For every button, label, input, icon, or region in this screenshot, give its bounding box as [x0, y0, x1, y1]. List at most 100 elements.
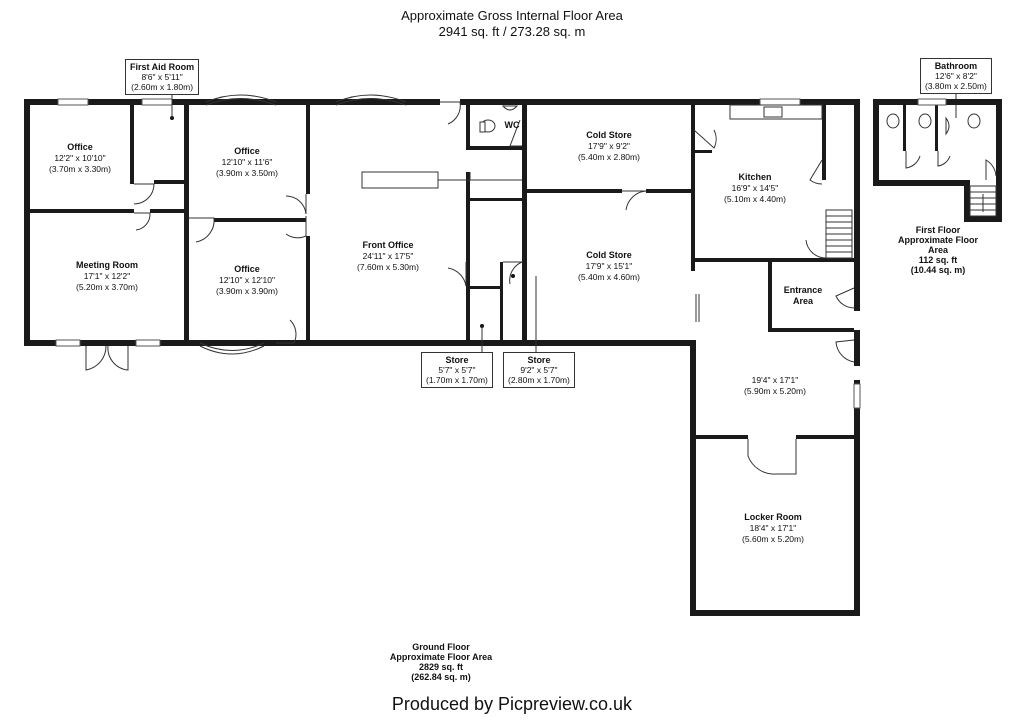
- room-name: Locker Room: [744, 512, 802, 522]
- room-imperial: 18'4" x 17'1": [749, 523, 797, 533]
- room-office-3: Office 12'10" x 12'10" (3.90m x 3.90m): [216, 264, 278, 297]
- room-imperial: 5'7" x 5'7": [438, 365, 476, 375]
- wall-top-right: [460, 99, 860, 105]
- room-name: Entrance: [783, 285, 823, 295]
- bay-window-inner: [205, 98, 277, 106]
- plan-title: Approximate Gross Internal Floor Area: [401, 8, 623, 23]
- room-metric: (5.40m x 4.60m): [578, 272, 640, 282]
- first-floor-plan: [873, 98, 1002, 222]
- room-metric: (2.60m x 1.80m): [131, 82, 194, 92]
- wall-office-meeting: [24, 209, 134, 213]
- wall-entrance-bottom: [768, 328, 854, 332]
- wall-firstaid-left: [130, 99, 134, 184]
- door-arc: [805, 236, 827, 259]
- room-name: Cold Store: [586, 130, 632, 140]
- plan-header: Approximate Gross Internal Floor Area 29…: [0, 8, 1024, 40]
- total-area: 2941 sq. ft / 273.28 sq. m: [438, 24, 586, 39]
- room-imperial: 17'1" x 12'2": [83, 271, 131, 281]
- first-floor-area: First Floor Approximate Floor Area 112 s…: [895, 225, 981, 275]
- wall-kitchen-cupboard: [822, 105, 826, 180]
- basin-icon: [501, 105, 519, 111]
- room-imperial: 9'2" x 5'7": [520, 365, 558, 375]
- room-office-1: Office 12'2" x 10'10" (3.70m x 3.30m): [49, 142, 111, 175]
- room-name: Meeting Room: [76, 260, 138, 270]
- room-metric: (1.70m x 1.70m): [426, 375, 488, 385]
- room-imperial: 16'9" x 14'5": [731, 183, 779, 193]
- room-name: Office: [67, 142, 93, 152]
- room-name: Kitchen: [738, 172, 772, 182]
- window: [141, 98, 173, 106]
- bay-window-inner: [199, 345, 265, 355]
- room-name: Store: [527, 355, 551, 365]
- floor-area-imperial: 112 sq. ft: [918, 255, 958, 265]
- wall-coldstore-divider-b: [646, 189, 694, 193]
- room-metric: (5.60m x 5.20m): [742, 534, 804, 544]
- wall-firstaid-bottom: [154, 180, 186, 184]
- window: [55, 339, 81, 347]
- room-metric: (5.40m x 2.80m): [578, 152, 640, 162]
- wall-entrance-left: [768, 258, 772, 332]
- bay-window: [199, 342, 265, 351]
- wall-annex-left: [690, 340, 696, 615]
- wall-meeting-top-right: [150, 209, 188, 213]
- room-name: Store: [445, 355, 469, 365]
- fixture-dot: [511, 274, 515, 278]
- door-arc: [747, 439, 797, 475]
- door-arc: [85, 345, 107, 371]
- wall-right-lower: [854, 380, 860, 615]
- room-store-2: Store 9'2" x 5'7" (2.80m x 1.70m): [503, 352, 575, 388]
- wall-office2-bottom: [214, 218, 306, 222]
- floor-area-metric: (262.84 sq. m): [411, 672, 471, 682]
- room-office-2: Office 12'10" x 11'6" (3.90m x 3.50m): [216, 146, 278, 179]
- wall-coldstore-divider-a: [527, 189, 622, 193]
- wall-store-top: [470, 198, 524, 201]
- wall-wc-left: [466, 99, 470, 149]
- room-imperial: 12'10" x 12'10": [218, 275, 276, 285]
- window: [135, 339, 161, 347]
- producer-credit: Produced by Picpreview.co.uk: [391, 694, 633, 714]
- room-bathroom: Bathroom 12'6" x 8'2" (3.80m x 2.50m): [920, 58, 992, 94]
- room-metric: (5.10m x 4.40m): [724, 194, 786, 204]
- floor-area-label: Approximate Floor Area: [897, 235, 978, 255]
- wall-frontoffice-left-bottom: [306, 236, 310, 343]
- room-unnamed: 19'4" x 17'1" (5.90m x 5.20m): [744, 375, 806, 397]
- door-arc: [107, 345, 129, 371]
- bay-window: [205, 94, 277, 103]
- door-arc: [285, 194, 307, 215]
- door-arc: [285, 216, 307, 239]
- room-store-1: Store 5'7" x 5'7" (1.70m x 1.70m): [421, 352, 493, 388]
- wall-bottom-left: [24, 340, 696, 346]
- stairs: [825, 209, 853, 259]
- room-imperial: 19'4" x 17'1": [751, 375, 799, 385]
- room-imperial: 12'2" x 10'10": [54, 153, 106, 163]
- wall-store-left: [466, 172, 470, 343]
- floor-label: Ground Floor: [412, 642, 470, 652]
- room-imperial: 17'9" x 15'1": [585, 261, 633, 271]
- room-metric: (2.80m x 1.70m): [508, 375, 570, 385]
- room-name: Office: [234, 146, 260, 156]
- room-front-office: Front Office 24'11" x 17'5" (7.60m x 5.3…: [357, 240, 419, 273]
- floor-area-metric: (10.44 sq. m): [910, 265, 966, 275]
- room-metric: (3.90m x 3.90m): [216, 286, 278, 296]
- room-metric: (5.20m x 3.70m): [76, 282, 138, 292]
- wall-store-divider: [500, 262, 503, 343]
- window: [57, 98, 89, 106]
- room-kitchen: Kitchen 16'9" x 14'5" (5.10m x 4.40m): [724, 172, 786, 205]
- wall-wc-bottom: [466, 146, 522, 150]
- door-arc: [622, 190, 647, 211]
- room-imperial: 8'6" x 5'11": [141, 72, 183, 82]
- wall-kitchen-bottom: [691, 258, 854, 262]
- room-metric: (3.90m x 3.50m): [216, 168, 278, 178]
- room-name: Front Office: [362, 240, 414, 250]
- wall-left: [24, 99, 30, 346]
- room-cold-store-2: Cold Store 17'9" x 15'1" (5.40m x 4.60m): [578, 250, 640, 283]
- sink-icon: [763, 106, 783, 118]
- room-locker: Locker Room 18'4" x 17'1" (5.60m x 5.20m…: [742, 512, 804, 545]
- wall-store-mid: [470, 286, 500, 289]
- room-name: First Aid Room: [130, 62, 195, 72]
- room-wc: WC: [505, 120, 520, 131]
- door-arc: [189, 217, 215, 243]
- bay-window-inner: [335, 98, 407, 106]
- counter: [361, 171, 439, 189]
